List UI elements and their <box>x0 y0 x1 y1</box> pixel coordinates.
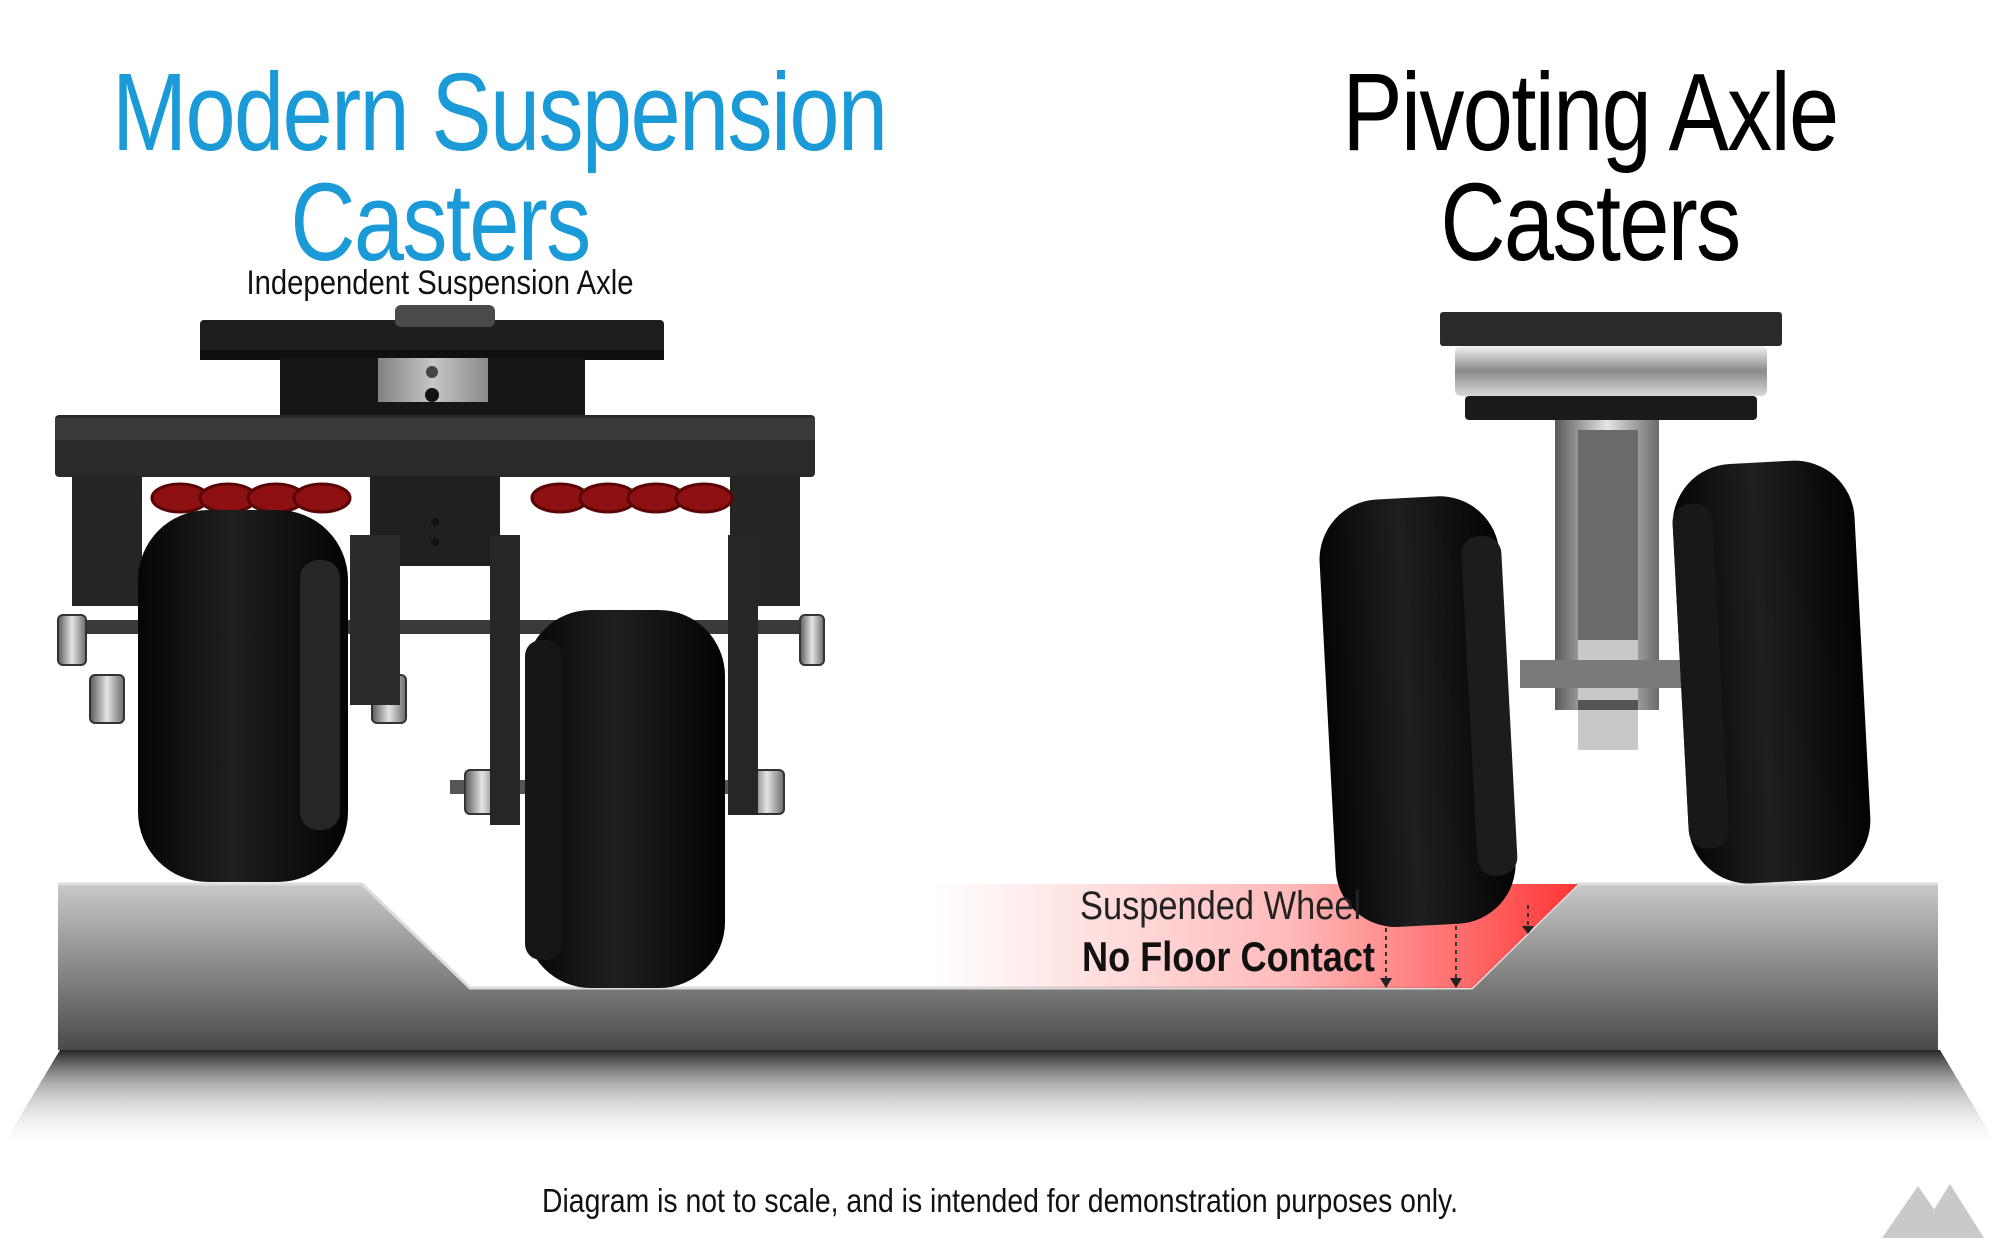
suspension-springs <box>150 482 734 514</box>
right-title-line1: Pivoting Axle <box>1342 51 1839 174</box>
right-section-title: Pivoting Axle Casters <box>1262 58 1918 278</box>
pivoting-caster-illustration <box>1319 312 1871 927</box>
left-title-line2: Casters <box>290 161 591 284</box>
right-title-line2: Casters <box>1440 161 1741 284</box>
left-subtitle: Independent Suspension Axle <box>246 264 634 302</box>
brand-m-logo-icon <box>1882 1184 1984 1238</box>
suspended-wheel-label: Suspended Wheel <box>1080 884 1362 928</box>
gap-indicator-lines <box>1385 905 1529 984</box>
left-section-title: Modern Suspension Casters <box>112 51 888 284</box>
suspension-caster-illustration <box>55 305 825 988</box>
gap-arrows <box>1380 926 1534 988</box>
disclaimer-footer: Diagram is not to scale, and is intended… <box>541 1182 1459 1219</box>
no-floor-contact-label: No Floor Contact <box>1082 933 1375 980</box>
left-title-line1: Modern Suspension <box>112 51 888 174</box>
floor-shadow <box>0 1050 2000 1150</box>
